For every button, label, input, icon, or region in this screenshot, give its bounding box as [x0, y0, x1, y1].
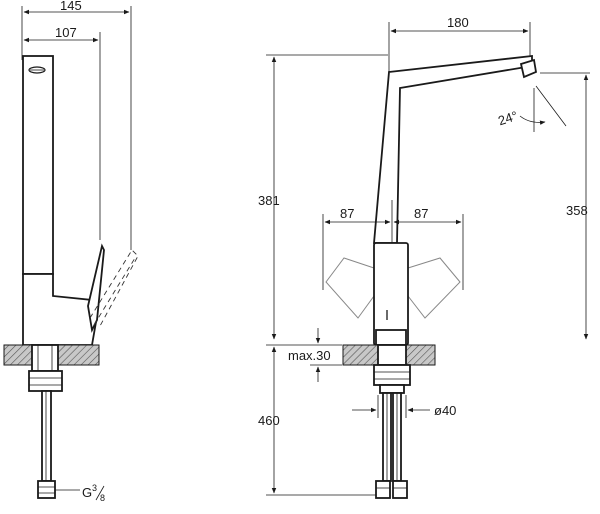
thread-prefix: G [82, 485, 92, 500]
spout-outlet [519, 58, 538, 79]
dim-max-thickness: max.30 [288, 328, 342, 382]
hose-fitting-right [392, 480, 408, 499]
nut-washer [379, 384, 405, 394]
dim-spout-angle-label: 24° [496, 108, 519, 128]
lever-handle [87, 243, 105, 333]
spout [373, 54, 533, 244]
fixing-nut-front [373, 364, 411, 386]
lever-right-ghost [407, 257, 461, 319]
dim-spout-width: 107 [23, 25, 101, 240]
hose-fitting-left [375, 480, 391, 499]
front-view: 180 381 358 24° [258, 15, 590, 499]
dim-hose-length: 460 [258, 344, 376, 496]
dim-overall-width-label: 145 [60, 0, 82, 13]
dim-connection: G 3 8 [82, 483, 105, 503]
dim-spout-width-label: 107 [55, 25, 77, 40]
dim-spout-reach-label: 180 [447, 15, 469, 30]
mounting-shank-front [377, 344, 407, 366]
dim-spout-angle: 24° [496, 85, 567, 132]
dim-max-thickness-label: max.30 [288, 348, 331, 363]
hose-fitting [37, 480, 56, 499]
dim-hole-diameter: ø40 [352, 395, 456, 418]
dim-spout-reach: 180 [388, 15, 531, 75]
thread-denominator: 8 [100, 493, 105, 503]
dim-hole-diameter-label: ø40 [434, 403, 456, 418]
dim-lever-right-label: 87 [414, 206, 428, 221]
base-ring [375, 329, 407, 346]
mounting-shank [31, 344, 59, 372]
spout-column [22, 55, 54, 275]
dim-total-height-label: 381 [258, 193, 280, 208]
supply-hose [41, 390, 52, 482]
dim-outlet-height-label: 358 [566, 203, 588, 218]
dim-hose-length-label: 460 [258, 413, 280, 428]
side-view: 145 107 [3, 0, 139, 503]
thread-numerator: 3 [92, 483, 97, 493]
dim-lever-travel: 87 87 [322, 200, 464, 290]
dim-overall-width: 145 [21, 0, 132, 250]
dim-total-height: 381 [258, 54, 388, 340]
lever-left-ghost [325, 257, 375, 319]
mixer-body [22, 273, 97, 346]
fixing-nut [28, 370, 63, 392]
dim-lever-left-label: 87 [340, 206, 354, 221]
dim-outlet-height: 358 [540, 72, 590, 340]
